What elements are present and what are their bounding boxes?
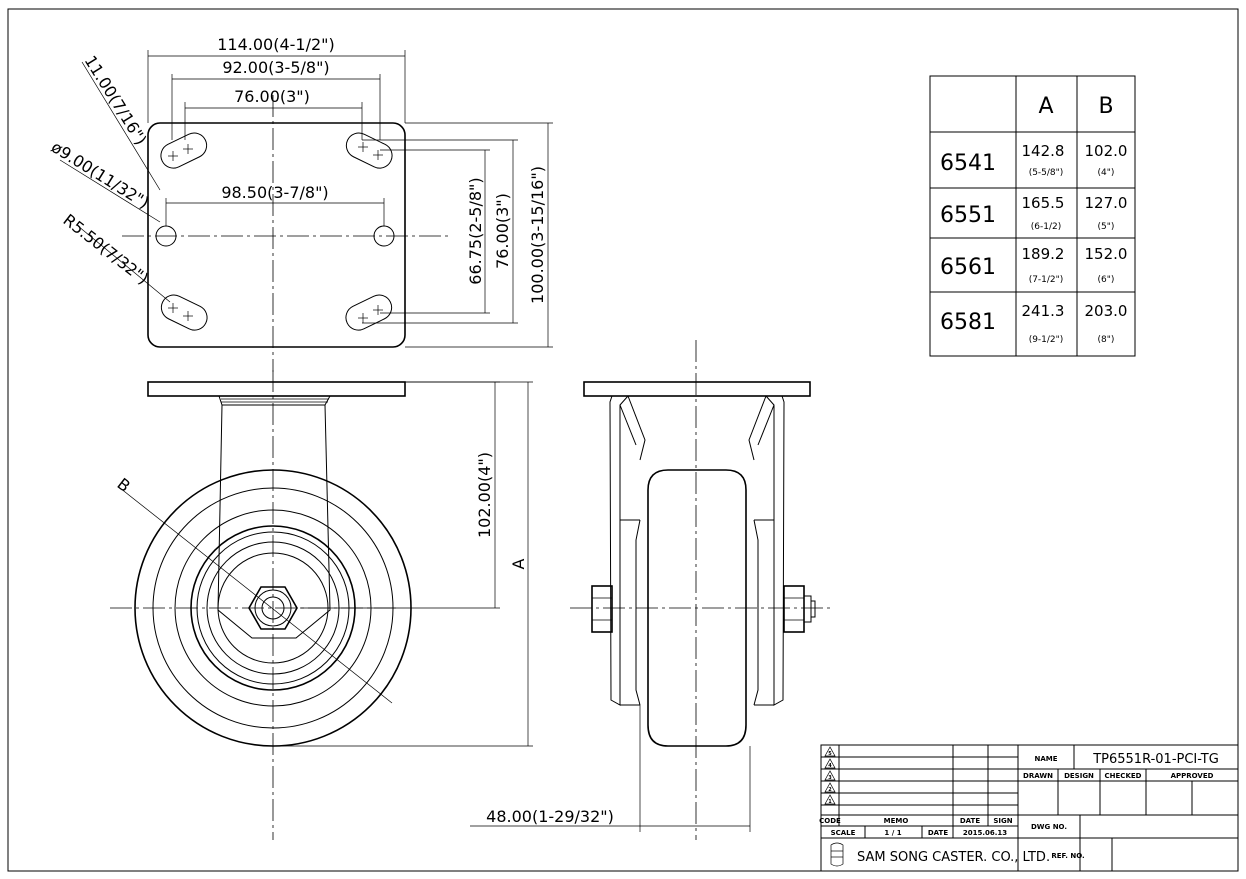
wheel-front bbox=[647, 469, 747, 747]
table-a-mm: 241.3 bbox=[1022, 302, 1065, 320]
dim-slot-radius: R5.50(7/32") bbox=[60, 210, 152, 288]
title-block: 5 4 3 2 1 CODE MEMO DATE SIGN SCALE 1 / … bbox=[819, 744, 1239, 872]
dim-width-slot-inner: 76.00(3") bbox=[234, 87, 310, 106]
dim-a-label: A bbox=[509, 558, 528, 569]
revision-marker: 5 bbox=[824, 746, 836, 757]
scale-value: 1 / 1 bbox=[884, 829, 901, 837]
side-view: B 102.00(4") A bbox=[110, 370, 533, 840]
top-plate-front bbox=[583, 381, 811, 397]
table-a-in: (5-5/8") bbox=[1029, 168, 1064, 178]
svg-text:5: 5 bbox=[828, 751, 832, 757]
table-b-in: (8") bbox=[1098, 335, 1115, 345]
svg-text:1: 1 bbox=[828, 799, 832, 805]
mounting-plate bbox=[147, 122, 406, 348]
table-b-mm: 203.0 bbox=[1085, 302, 1128, 320]
table-model: 6541 bbox=[940, 151, 996, 176]
dim-hole-dia: ø9.00(11/32") bbox=[48, 137, 153, 212]
dwg-no-label: DWG NO. bbox=[1031, 823, 1067, 831]
top-plate-side bbox=[147, 381, 406, 397]
fork-arm-left bbox=[609, 395, 629, 706]
svg-text:3: 3 bbox=[828, 775, 832, 781]
fork-leg bbox=[217, 404, 331, 639]
dim-height-slot-inner: 66.75(2-5/8") bbox=[466, 177, 485, 284]
table-b-mm: 102.0 bbox=[1085, 142, 1128, 160]
fork-arm-right bbox=[765, 395, 785, 706]
company-name: SAM SONG CASTER. CO., LTD. bbox=[857, 850, 1050, 865]
name-label: NAME bbox=[1034, 755, 1057, 763]
date-label-2: DATE bbox=[928, 829, 948, 837]
table-model: 6561 bbox=[940, 255, 996, 280]
svg-text:4: 4 bbox=[828, 763, 832, 769]
revision-marker: 1 bbox=[824, 794, 836, 805]
dim-height-slot-outer: 76.00(3") bbox=[493, 193, 512, 269]
dim-slot-width: 11.00(7/16") bbox=[81, 52, 151, 148]
revision-marker: 3 bbox=[824, 770, 836, 781]
ref-no-label: REF. NO. bbox=[1051, 852, 1084, 860]
drawn-label: DRAWN bbox=[1023, 772, 1053, 780]
code-label: CODE bbox=[819, 817, 841, 825]
dim-width-overall: 114.00(4-1/2") bbox=[217, 35, 335, 54]
dim-wheel-width: 48.00(1-29/32") bbox=[486, 807, 614, 826]
table-a-in: (7-1/2") bbox=[1029, 275, 1064, 285]
dim-hole-spacing: 98.50(3-7/8") bbox=[221, 183, 328, 202]
dim-b-label: B bbox=[114, 474, 134, 496]
table-header-a: A bbox=[1038, 94, 1053, 119]
table-a-in: (9-1/2") bbox=[1029, 335, 1064, 345]
dim-offset-height: 102.00(4") bbox=[475, 452, 494, 538]
table-b-in: (6") bbox=[1098, 275, 1115, 285]
memo-label: MEMO bbox=[884, 817, 909, 825]
dim-height-overall: 100.00(3-15/16") bbox=[528, 166, 547, 304]
dim-width-slot-outer: 92.00(3-5/8") bbox=[222, 58, 329, 77]
table-b-in: (4") bbox=[1098, 168, 1115, 178]
mounting-slot bbox=[160, 294, 208, 331]
design-label: DESIGN bbox=[1064, 772, 1094, 780]
axle-nut-front bbox=[783, 585, 805, 633]
mounting-slot bbox=[345, 132, 393, 169]
axle-bolt-head bbox=[591, 585, 613, 633]
approved-label: APPROVED bbox=[1171, 772, 1214, 780]
checked-label: CHECKED bbox=[1105, 772, 1142, 780]
table-model: 6551 bbox=[940, 203, 996, 228]
front-view: 48.00(1-29/32") bbox=[470, 340, 830, 840]
table-a-mm: 142.8 bbox=[1022, 142, 1065, 160]
date-label: DATE bbox=[960, 817, 980, 825]
revision-marker: 4 bbox=[824, 758, 836, 769]
table-a-mm: 165.5 bbox=[1022, 194, 1065, 212]
table-b-in: (5") bbox=[1098, 222, 1115, 232]
axle-nut bbox=[248, 586, 298, 630]
name-value: TP6551R-01-PCI-TG bbox=[1092, 752, 1219, 767]
revision-marker: 2 bbox=[824, 782, 836, 793]
scale-label: SCALE bbox=[831, 829, 856, 837]
sign-label: SIGN bbox=[993, 817, 1012, 825]
date-value: 2015.06.13 bbox=[963, 829, 1007, 837]
table-model: 6581 bbox=[940, 310, 996, 335]
svg-text:2: 2 bbox=[828, 787, 832, 793]
sheet-border bbox=[7, 8, 1239, 872]
table-a-in: (6-1/2) bbox=[1031, 222, 1061, 232]
table-b-mm: 127.0 bbox=[1085, 194, 1128, 212]
mounting-slot bbox=[345, 294, 393, 331]
table-a-mm: 189.2 bbox=[1022, 245, 1065, 263]
size-table: A B 6541 142.8 (5-5/8") 102.0 (4") 6551 … bbox=[929, 75, 1136, 357]
mounting-slot bbox=[160, 132, 208, 169]
table-header-b: B bbox=[1098, 94, 1113, 119]
table-b-mm: 152.0 bbox=[1085, 245, 1128, 263]
top-plate-view: 114.00(4-1/2") 92.00(3-5/8") 76.00(3") 9… bbox=[48, 35, 553, 372]
company-logo bbox=[830, 842, 844, 867]
